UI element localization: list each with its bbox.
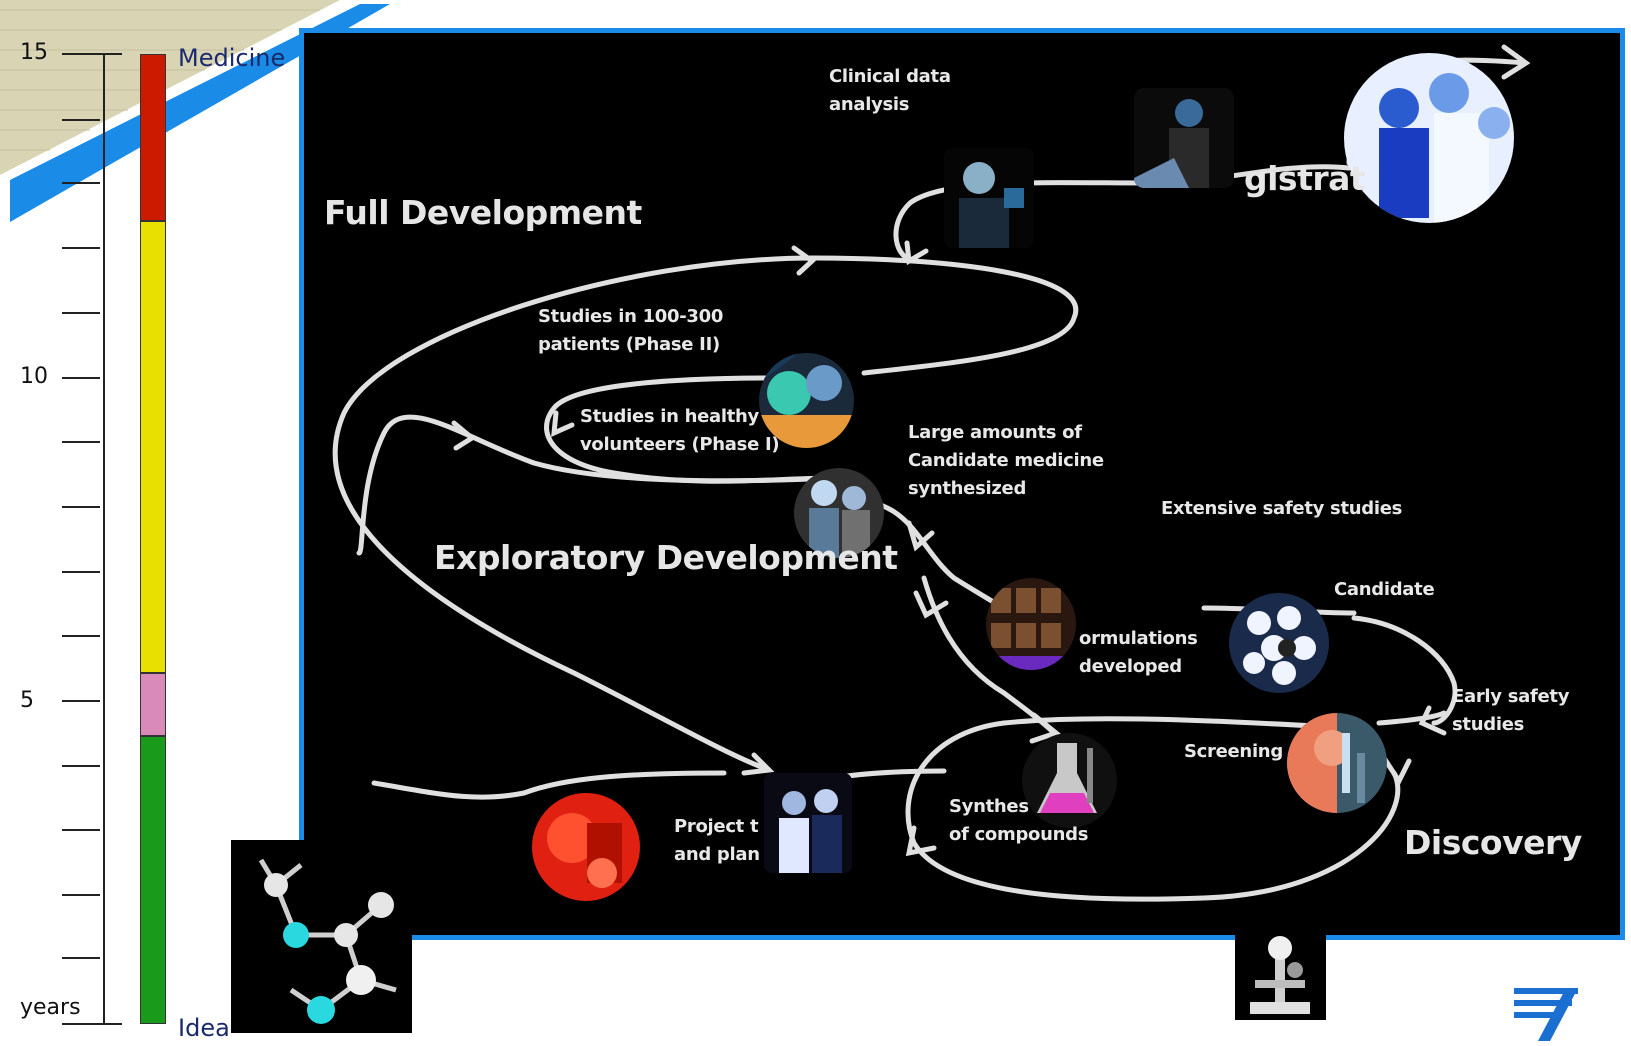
label-early-safety: Early safety studies <box>1452 686 1570 735</box>
photo-synthesis-flask <box>1022 733 1117 828</box>
photo-registration-team <box>1344 53 1514 223</box>
photo-project-team <box>764 773 852 873</box>
stage-full-development: Full Development <box>324 193 642 232</box>
label-large-amounts: Large amounts of Candidate medicine synt… <box>908 422 1104 499</box>
label-phase2: Studies in 100-300 patients (Phase II) <box>538 306 724 355</box>
tick-label-15: 15 <box>20 40 48 65</box>
tick-label-10: 10 <box>20 364 48 389</box>
label-candidate: Candidate <box>1334 579 1435 600</box>
microscope-icon <box>1235 930 1326 1020</box>
stage-discovery: Discovery <box>1404 823 1582 862</box>
stage-registration: gistrat <box>1244 159 1366 198</box>
bar-segment-pink <box>140 673 166 736</box>
label-formulations: ormulations developed <box>1079 628 1198 677</box>
label-extensive-safety: Extensive safety studies <box>1161 498 1403 519</box>
bar-segment-yellow <box>140 221 166 673</box>
label-screening: Screening <box>1184 741 1283 762</box>
tick-label-5: 5 <box>20 688 34 713</box>
stage-exploratory-development: Exploratory Development <box>434 538 898 577</box>
photo-analyst <box>944 148 1034 248</box>
label-project: Project t and plan <box>674 816 760 865</box>
bar-segment-red <box>140 54 166 221</box>
photo-red-lab <box>532 793 640 901</box>
timeline: 15 10 5 years Medicine Idea <box>0 0 300 1042</box>
label-clinical-data: Clinical data analysis <box>829 66 951 115</box>
logo-icon <box>1510 980 1590 1041</box>
label-phase1: Studies in healthy volunteers (Phase I) <box>580 406 780 455</box>
molecule-icon <box>231 840 412 1033</box>
bar-segment-green <box>140 736 166 1024</box>
photo-library <box>986 578 1076 670</box>
photo-person-documents <box>1134 88 1234 188</box>
photo-pills <box>1229 593 1329 693</box>
process-panel: Full Development Exploratory Development… <box>299 28 1625 940</box>
years-label: years <box>20 995 81 1020</box>
photo-screening <box>1287 713 1387 813</box>
medicine-label: Medicine <box>178 44 286 72</box>
label-synthesis: Synthes of compounds <box>949 796 1089 845</box>
photo-phase1 <box>794 468 884 558</box>
timeline-axis <box>62 53 122 1025</box>
idea-label: Idea <box>178 1014 230 1042</box>
